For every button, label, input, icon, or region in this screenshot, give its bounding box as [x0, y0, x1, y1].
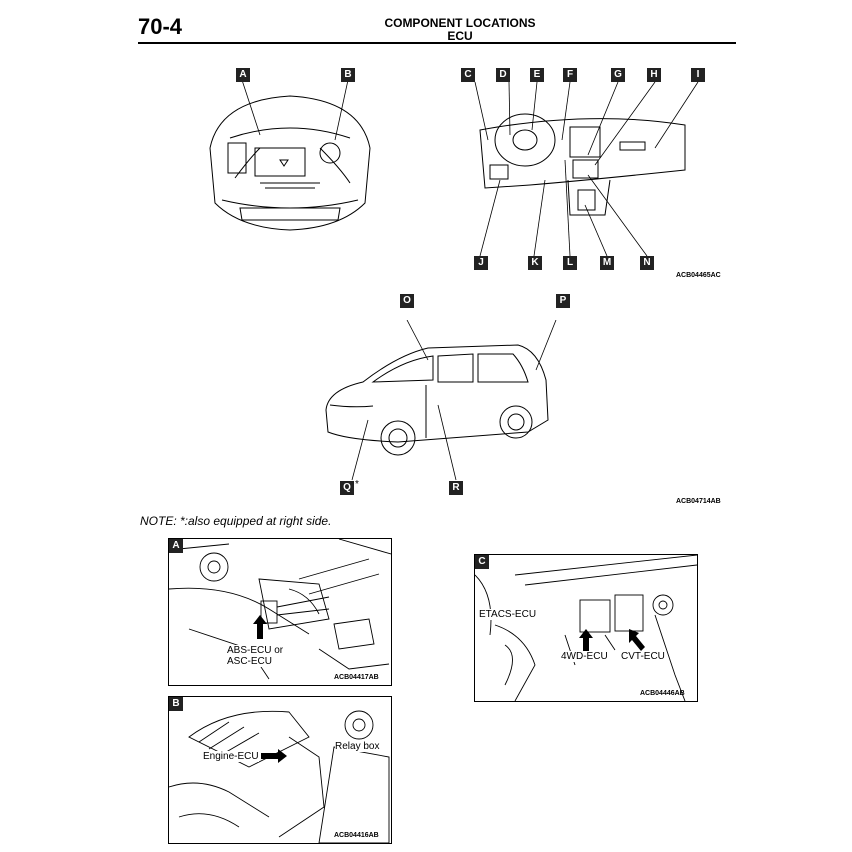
dashboard-illustration [474, 81, 699, 257]
figure-code-dash: ACB04465AC [676, 272, 721, 279]
tag-a: A [236, 68, 250, 82]
page-number: 70-4 [138, 14, 183, 39]
tag-c: C [461, 68, 475, 82]
detail-panel-b: B Engine-ECU Relay box ACB04416AB [168, 696, 392, 844]
relay-box-label: Relay box [335, 741, 380, 752]
note-text: NOTE: *:also equipped at right side. [140, 514, 332, 528]
asc-ecu-label: ASC-ECU [227, 656, 273, 667]
detail-c-illustration [475, 555, 697, 701]
arrow-icon [579, 629, 593, 651]
etacs-ecu-label: ETACS-ECU [479, 609, 537, 620]
tag-o: O [400, 294, 414, 308]
4wd-ecu-label: 4WD-ECU [561, 651, 608, 662]
tag-f: F [563, 68, 577, 82]
arrow-icon [253, 615, 267, 639]
tag-b: B [341, 68, 355, 82]
detail-panel-c: C ETACS-ECU 4WD-ECU CVT-ECU ACB04446AB [474, 554, 698, 702]
tag-j: J [474, 256, 488, 270]
detail-b-code: ACB04416AB [334, 832, 379, 839]
tag-k: K [528, 256, 542, 270]
detail-a-illustration [169, 539, 391, 680]
detail-a-code: ACB04417AB [334, 674, 379, 681]
tag-q: Q [340, 481, 354, 495]
detail-b-tag: B [169, 697, 183, 711]
tag-i: I [691, 68, 705, 82]
detail-c-tag: C [475, 555, 489, 569]
tag-r: R [449, 481, 463, 495]
engine-ecu-label: Engine-ECU [203, 751, 259, 762]
detail-a-tag: A [169, 539, 183, 553]
engine-compartment-illustration [209, 95, 371, 231]
arrow-icon [629, 629, 645, 651]
cvt-ecu-label: CVT-ECU [621, 651, 665, 662]
tag-e: E [530, 68, 544, 82]
header-rule [138, 42, 736, 44]
tag-n: N [640, 256, 654, 270]
page-subtitle: ECU [447, 29, 473, 43]
detail-c-code: ACB04446AB [640, 690, 685, 697]
vehicle-illustration [325, 320, 557, 481]
abs-ecu-label: ABS-ECU or [227, 645, 284, 656]
figure-code-vehicle: ACB04714AB [676, 498, 721, 505]
asterisk-mark: * [355, 479, 359, 490]
arrow-icon [261, 749, 287, 763]
engine-leader-lines [241, 80, 349, 141]
tag-l: L [563, 256, 577, 270]
page-title: COMPONENT LOCATIONS [384, 16, 536, 30]
tag-p: P [556, 294, 570, 308]
tag-h: H [647, 68, 661, 82]
tag-m: M [600, 256, 614, 270]
detail-b-illustration [169, 710, 390, 843]
detail-panel-a: A ABS-ECU or ASC-ECU ACB04417AB [168, 538, 392, 686]
tag-g: G [611, 68, 625, 82]
tag-d: D [496, 68, 510, 82]
